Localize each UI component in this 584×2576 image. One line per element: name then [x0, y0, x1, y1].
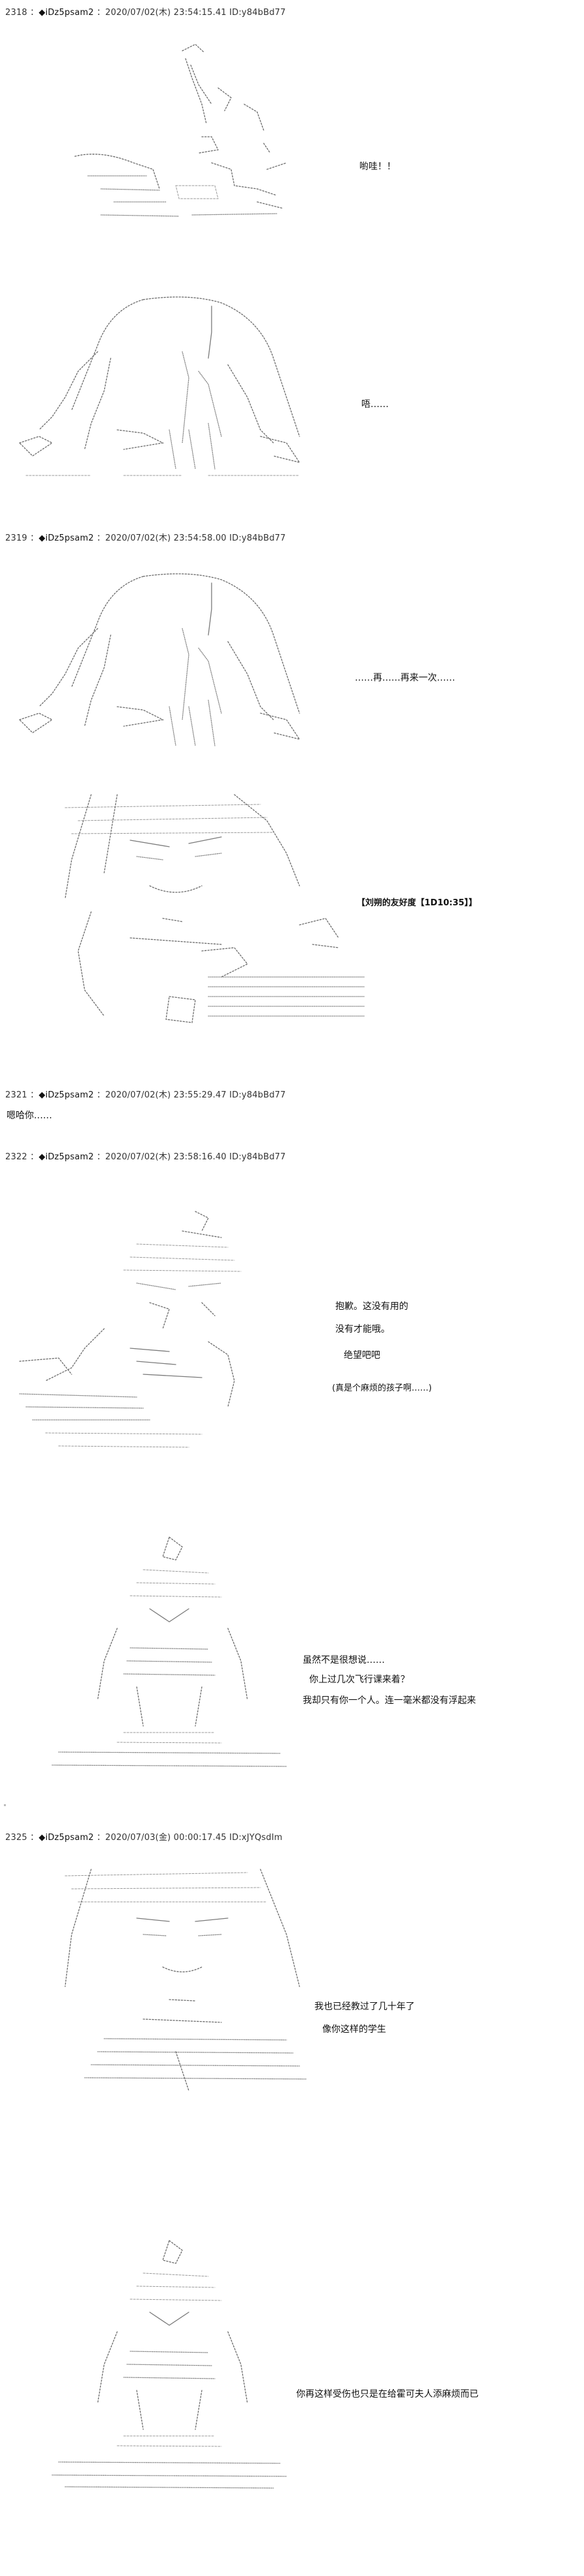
- post-number: 2318: [5, 8, 27, 18]
- post-header: 2322 ：◆iDz5psam2 ：2020/07/02(木) 23:58:16…: [5, 1152, 286, 1162]
- dialogue-line: 你再这样受伤也只是在给霍可夫人添麻烦而已: [296, 2389, 479, 2399]
- poster-name: ◆iDz5psam2: [38, 8, 94, 18]
- poster-id: ID:xJYQsdIm: [229, 1833, 283, 1843]
- ascii-art-teacher-standing: [39, 2234, 299, 2495]
- ascii-art-teacher-front: [52, 1856, 352, 2104]
- dialogue-line: 虽然不是很想说……: [303, 1655, 385, 1665]
- post-datetime: 2020/07/02(木) 23:58:16.40: [105, 1152, 227, 1162]
- ascii-art-teacher-side: [7, 1198, 293, 1459]
- post-datetime: 2020/07/03(金) 00:00:17.45: [105, 1833, 227, 1843]
- dialogue-line: 你上过几次飞行课来着？: [309, 1675, 410, 1685]
- ascii-art-teacher-standing: [39, 1531, 299, 1778]
- poster-name: ◆iDz5psam2: [38, 533, 94, 543]
- post-header: 2319 ：◆iDz5psam2 ：2020/07/02(木) 23:54:58…: [5, 533, 286, 543]
- poster-id: ID:y84bBd77: [229, 1152, 286, 1162]
- dialogue-thought: (真是个麻烦的孩子啊……): [332, 1383, 432, 1393]
- marker-dot: [4, 1804, 6, 1806]
- dialogue-line: 抱歉。这没有用的: [335, 1301, 408, 1312]
- post-header: 2318 ：◆iDz5psam2 ：2020/07/02(木) 23:54:15…: [5, 8, 286, 18]
- post-number: 2321: [5, 1090, 27, 1100]
- post-header: 2321 ：◆iDz5psam2 ：2020/07/02(木) 23:55:29…: [5, 1090, 286, 1100]
- poster-name: ◆iDz5psam2: [38, 1833, 94, 1843]
- ascii-art-hunched-figure: [13, 280, 326, 488]
- post-datetime: 2020/07/02(木) 23:55:29.47: [105, 1090, 227, 1100]
- post-number: 2319: [5, 533, 27, 543]
- poster-name: ◆iDz5psam2: [38, 1152, 94, 1162]
- dialogue-line: 嗯哈你……: [7, 1111, 52, 1121]
- ascii-art-glaring-teacher: [52, 782, 391, 1042]
- ascii-art-hunched-figure: [13, 557, 326, 765]
- affinity-roll: 【刘朔的友好度【1D10:35】】: [357, 898, 477, 908]
- poster-id: ID:y84bBd77: [229, 1090, 286, 1100]
- poster-id: ID:y84bBd77: [229, 533, 286, 543]
- post-datetime: 2020/07/02(木) 23:54:58.00: [105, 533, 227, 543]
- poster-id: ID:y84bBd77: [229, 8, 286, 18]
- post-header: 2325 ：◆iDz5psam2 ：2020/07/03(金) 00:00:17…: [5, 1833, 283, 1843]
- ascii-art-falling-figure: [62, 39, 309, 248]
- dialogue-line: 没有才能哦。: [335, 1324, 390, 1335]
- dialogue-line: 像你这样的学生: [322, 2024, 386, 2035]
- post-datetime: 2020/07/02(木) 23:54:15.41: [105, 8, 227, 18]
- dialogue-line: 我却只有你一个人。连一毫米都没有浮起来: [303, 1695, 476, 1706]
- dialogue-line: 我也已经教过了几十年了: [314, 2002, 415, 2012]
- post-number: 2325: [5, 1833, 27, 1843]
- dialogue-line: 喲哇！！: [359, 162, 396, 172]
- dialogue-line: 绝望吧吧: [344, 1350, 380, 1361]
- dialogue-line: 唔……: [361, 399, 389, 410]
- post-number: 2322: [5, 1152, 27, 1162]
- dialogue-line: ……再……再来一次……: [355, 673, 455, 683]
- poster-name: ◆iDz5psam2: [38, 1090, 94, 1100]
